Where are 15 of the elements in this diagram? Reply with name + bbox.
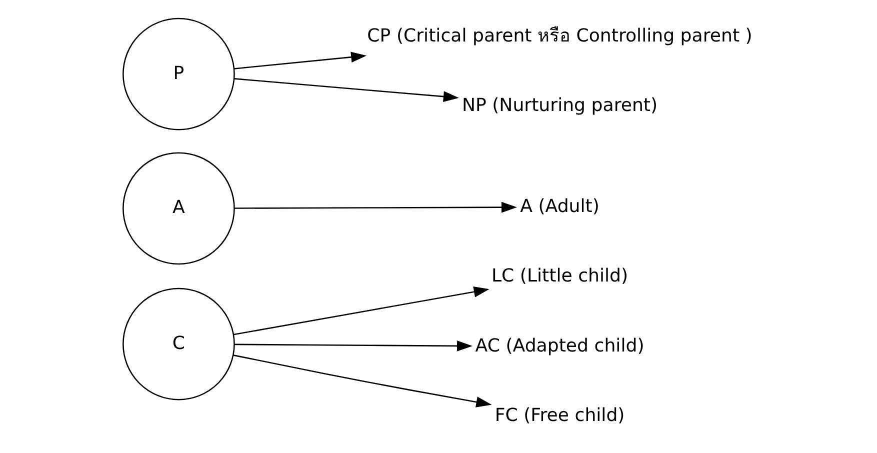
- node-text: CP (Critical parent หรือ Controlling parent ): [366, 25, 752, 46]
- arrow: [234, 78, 458, 102]
- arrow: [232, 354, 492, 408]
- node-text: NP (Nurturing parent): [461, 95, 658, 116]
- arrow: [234, 340, 472, 352]
- node-text: AC (Adapted child): [474, 335, 644, 356]
- node-circle: P: [122, 18, 234, 130]
- node-circle: C: [122, 288, 234, 400]
- node-text: A (Adult): [520, 196, 599, 217]
- arrow: [234, 52, 366, 70]
- node-circle: A: [122, 152, 234, 265]
- arrow: [234, 202, 516, 213]
- node-text: LC (Little child): [490, 266, 628, 287]
- node-text: FC (Free child): [494, 405, 624, 426]
- arrow: [233, 286, 489, 336]
